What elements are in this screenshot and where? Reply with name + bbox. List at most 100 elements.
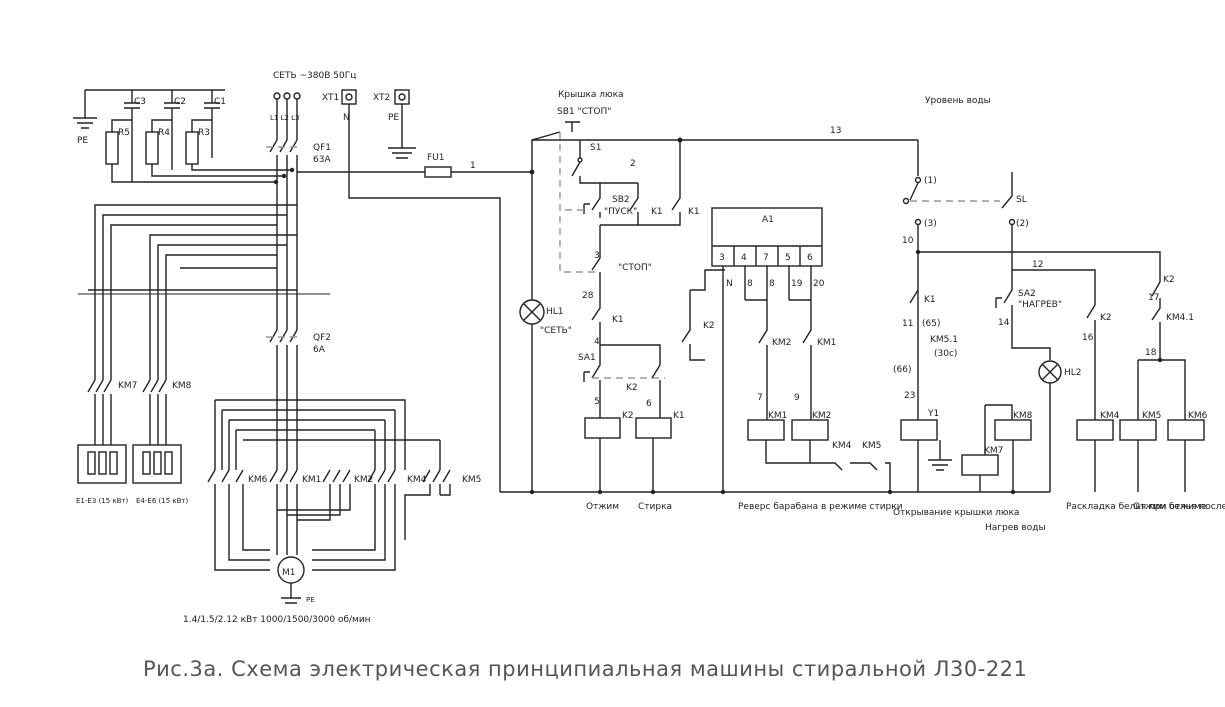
km4-contact-label: KM4: [407, 475, 427, 485]
motor-pe-label: PE: [306, 596, 315, 604]
k2-layout: K2: [1100, 313, 1112, 323]
sb1-label: SB1 "СТОП": [557, 107, 611, 117]
km5-nc-label: KM5: [862, 441, 881, 451]
c3-label: C3: [134, 97, 146, 107]
km6-contact-label: KM6: [248, 475, 268, 485]
km5-coil-label: KM5: [1142, 411, 1161, 421]
func-wash: Стирка: [638, 502, 672, 512]
km1-coil-label: KM1: [768, 411, 787, 421]
figure-caption: Рис.3а. Схема электрическая принципиальн…: [143, 657, 1027, 681]
km4-nc-label: KM4: [832, 441, 852, 451]
wire-1: 1: [470, 161, 476, 171]
n-label: N: [343, 113, 350, 123]
wire-23: 23: [904, 391, 915, 401]
a1-8b: 8: [769, 279, 775, 289]
p66-label: (66): [893, 365, 911, 375]
qf2-label: QF2: [313, 333, 331, 343]
wire-5: 5: [594, 397, 600, 407]
water-level-label: Уровень воды: [925, 96, 991, 106]
pe-xt2-label: PE: [388, 113, 399, 123]
wire-13: 13: [830, 126, 841, 136]
k2-contact-right: K2: [1163, 275, 1175, 285]
k1-door: K1: [924, 295, 936, 305]
func-reverse-text: Реверс барабана в режиме стирки: [738, 502, 903, 512]
wire-2: 2: [630, 159, 636, 169]
power-section: PE C3 C2 C1 R5 R4 R3 СЕТЬ ~380В 50Гц L1 …: [73, 71, 532, 625]
km41-label: KM4.1: [1166, 313, 1194, 323]
xt1-label: XT1: [322, 93, 339, 103]
a1-pin-3: 3: [719, 253, 725, 263]
motor-spec: 1.4/1.5/2.12 кВт 1000/1500/3000 об/мин: [183, 615, 371, 625]
wire-10: 10: [902, 236, 914, 246]
sl1-label: (1): [924, 176, 937, 186]
sl3-label: (3): [924, 219, 937, 229]
wire-4: 4: [594, 337, 600, 347]
wire-9: 9: [794, 393, 800, 403]
c1-label: C1: [214, 97, 226, 107]
wire-6: 6: [646, 399, 652, 409]
qf2-rating: 6A: [313, 345, 326, 355]
control-section: Крышка люка SB1 "СТОП" 13 S1 2 SB2 "ПУСК…: [500, 90, 1050, 512]
km7-coil-label: KM7: [984, 446, 1003, 456]
sl2-label: (2): [1016, 219, 1029, 229]
km2-contact-label: KM2: [354, 475, 373, 485]
a1-19: 19: [791, 279, 803, 289]
a1-pin-6: 6: [807, 253, 813, 263]
a1-n: N: [726, 279, 733, 289]
km5-contact-label: KM5: [462, 475, 481, 485]
wire-7: 7: [757, 393, 763, 403]
wire-28: 28: [582, 291, 594, 301]
c2-label: C2: [174, 97, 186, 107]
a1-8a: 8: [747, 279, 753, 289]
km8-coil-label: KM8: [1013, 411, 1033, 421]
hl2-label: HL2: [1064, 368, 1082, 378]
a1-20: 20: [813, 279, 825, 289]
qf1-label: QF1: [313, 143, 331, 153]
s1-label: S1: [590, 143, 601, 153]
wire-17: 17: [1148, 293, 1159, 303]
sa1-label: SA1: [578, 353, 596, 363]
l123-label: L1 L2 L3: [270, 114, 300, 122]
e46-label: E4-E6 (15 кВт): [136, 497, 188, 505]
a1-pin-7: 7: [763, 253, 769, 263]
km51-t: (30с): [934, 349, 957, 359]
k7-contact: K1: [612, 315, 624, 325]
km6-coil-label: KM6: [1188, 411, 1208, 421]
xt2-label: XT2: [373, 93, 390, 103]
km1-interlock: KM1: [817, 338, 836, 348]
sb2-label: SB2: [612, 195, 630, 205]
func-layout: Раскладка белья при отжиме: [1066, 502, 1207, 512]
fu1-label: FU1: [427, 153, 445, 163]
m1-label: M1: [282, 568, 296, 578]
func-reverse: Реверс барабана в режиме стирки: [738, 502, 903, 512]
wire-11: 11: [902, 319, 913, 329]
k2-contact-a1: K2: [703, 321, 715, 331]
sl-label: SL: [1016, 195, 1027, 205]
k2-contact-sa1: K2: [626, 383, 638, 393]
sb2-text: "ПУСК": [604, 207, 637, 217]
km2-coil-label: KM2: [812, 411, 831, 421]
sa2-text: "НАГРЕВ": [1018, 300, 1062, 310]
func-spin: Отжим: [586, 502, 619, 512]
sa2-label: SA2: [1018, 289, 1036, 299]
r4-label: R4: [158, 128, 170, 138]
p65-label: (65): [922, 319, 940, 329]
mains-label: СЕТЬ ~380В 50Гц: [273, 71, 356, 81]
r3-label: R3: [198, 128, 210, 138]
k1-contact-a: K1: [651, 207, 663, 217]
func-heat: Нагрев воды: [985, 523, 1046, 533]
stop2-label: "СТОП": [618, 263, 652, 273]
k2-coil-label: K2: [622, 411, 634, 421]
wire-14: 14: [998, 318, 1010, 328]
km1-contact-label: KM1: [302, 475, 321, 485]
water-section: Уровень воды (1) (3) SL (2) 10 12 K2 17 …: [893, 96, 1225, 533]
func-spin-drain: Отжим белья после слива воды: [1133, 502, 1225, 512]
door-cover-label: Крышка люка: [558, 90, 624, 100]
r5-label: R5: [118, 128, 130, 138]
a1-pin-5: 5: [785, 253, 791, 263]
y1-label: Y1: [927, 409, 939, 419]
qf1-rating: 63A: [313, 155, 331, 165]
pe-left-label: PE: [77, 136, 88, 146]
km2-interlock: KM2: [772, 338, 791, 348]
